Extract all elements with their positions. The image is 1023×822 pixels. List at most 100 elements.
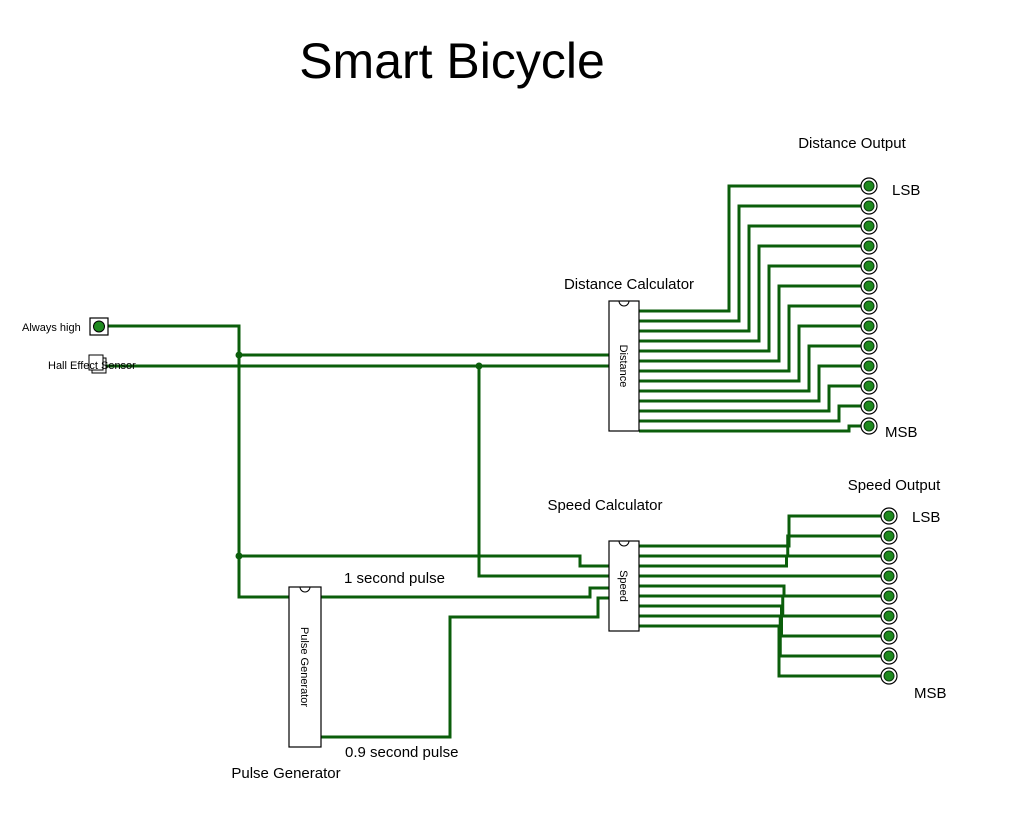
output-wire [639, 264, 861, 353]
led-icon [863, 300, 875, 312]
led-icon [93, 320, 105, 333]
distance-output-caption: Distance Output [798, 135, 906, 152]
output-led [860, 177, 878, 195]
output-wire [639, 624, 881, 678]
output-wire [639, 304, 861, 373]
output-wire [639, 244, 861, 343]
output-led [860, 377, 878, 395]
speed-calculator[interactable]: Speed Speed Calculator [547, 497, 663, 632]
pulse-chip-label: Pulse Generator [298, 627, 310, 707]
led-icon [863, 360, 875, 372]
led-icon [883, 530, 895, 542]
always-high-label: Always high [22, 322, 81, 334]
led-icon [883, 550, 895, 562]
speed-lsb-label: LSB [912, 509, 940, 526]
output-led [860, 417, 878, 435]
led-icon [883, 650, 895, 662]
output-wire [639, 184, 861, 313]
output-led [880, 567, 898, 585]
output-led [880, 627, 898, 645]
led-icon [883, 570, 895, 582]
distance-calculator-caption: Distance Calculator [564, 276, 694, 293]
wire-1s-pulse [318, 586, 611, 599]
distance-chip-label: Distance [617, 345, 629, 388]
output-wire [639, 584, 881, 598]
output-wire [639, 344, 861, 393]
one-second-pulse-label: 1 second pulse [344, 570, 445, 587]
led-icon [863, 380, 875, 392]
distance-output-bus [639, 184, 861, 433]
speed-output-bus [639, 514, 881, 678]
distance-chip-body [608, 300, 640, 432]
wires [106, 324, 611, 739]
output-led [880, 587, 898, 605]
output-led [860, 317, 878, 335]
output-wire [639, 324, 861, 383]
output-wire [639, 514, 881, 548]
led-icon [863, 180, 875, 192]
speed-msb-label: MSB [914, 685, 947, 702]
led-icon [863, 220, 875, 232]
chip-notch [299, 586, 311, 593]
led-icon [883, 670, 895, 682]
led-icon [863, 240, 875, 252]
speed-output-leds [880, 507, 898, 685]
output-led [860, 217, 878, 235]
distance-output-leds [860, 177, 878, 435]
output-wire [639, 284, 861, 363]
distance-calculator[interactable]: Distance Distance Calculator [564, 276, 694, 432]
led-icon [863, 400, 875, 412]
point-nine-second-pulse-label: 0.9 second pulse [345, 744, 458, 761]
output-wire [639, 364, 861, 403]
speed-output-caption: Speed Output [848, 477, 941, 494]
distance-lsb-label: LSB [892, 182, 920, 199]
speed-calculator-caption: Speed Calculator [547, 497, 662, 514]
output-led [860, 297, 878, 315]
speed-chip-label: Speed [617, 570, 629, 602]
hall-sensor-label: Hall Effect Sensor [48, 360, 136, 372]
wire-09s-pulse [318, 596, 611, 739]
junction-dot [235, 552, 243, 560]
output-led [880, 647, 898, 665]
output-wire [639, 424, 861, 433]
output-led [880, 547, 898, 565]
output-led [880, 607, 898, 625]
wire-high-to-speed [237, 554, 611, 568]
output-led [860, 357, 878, 375]
output-wire [639, 204, 861, 323]
junction-dot [235, 351, 243, 359]
distance-msb-label: MSB [885, 424, 918, 441]
led-icon [863, 340, 875, 352]
led-icon [883, 590, 895, 602]
pulse-generator[interactable]: Pulse Generator Pulse Generator [231, 586, 341, 782]
output-wire [639, 534, 881, 558]
led-icon [863, 420, 875, 432]
output-led [860, 397, 878, 415]
output-wire [639, 404, 861, 423]
always-high-input[interactable]: Always high [22, 317, 109, 336]
led-icon [863, 200, 875, 212]
hall-sensor-input[interactable]: Hall Effect Sensor [48, 354, 136, 374]
output-wire [639, 224, 861, 333]
output-led [860, 237, 878, 255]
chip-notch [618, 540, 630, 547]
output-led [860, 257, 878, 275]
wire-hall-to-speed [477, 364, 611, 578]
output-wire [639, 384, 861, 413]
output-led [880, 507, 898, 525]
led-icon [883, 510, 895, 522]
led-icon [883, 610, 895, 622]
output-led [880, 527, 898, 545]
led-icon [883, 630, 895, 642]
output-led [860, 277, 878, 295]
led-icon [863, 280, 875, 292]
output-led [880, 667, 898, 685]
diagram-title: Smart Bicycle [299, 33, 605, 89]
output-led [860, 197, 878, 215]
led-icon [863, 260, 875, 272]
wire-always-high [106, 324, 294, 599]
junction-dot [475, 362, 483, 370]
pulse-chip-body [288, 586, 322, 748]
output-wire [639, 554, 881, 568]
